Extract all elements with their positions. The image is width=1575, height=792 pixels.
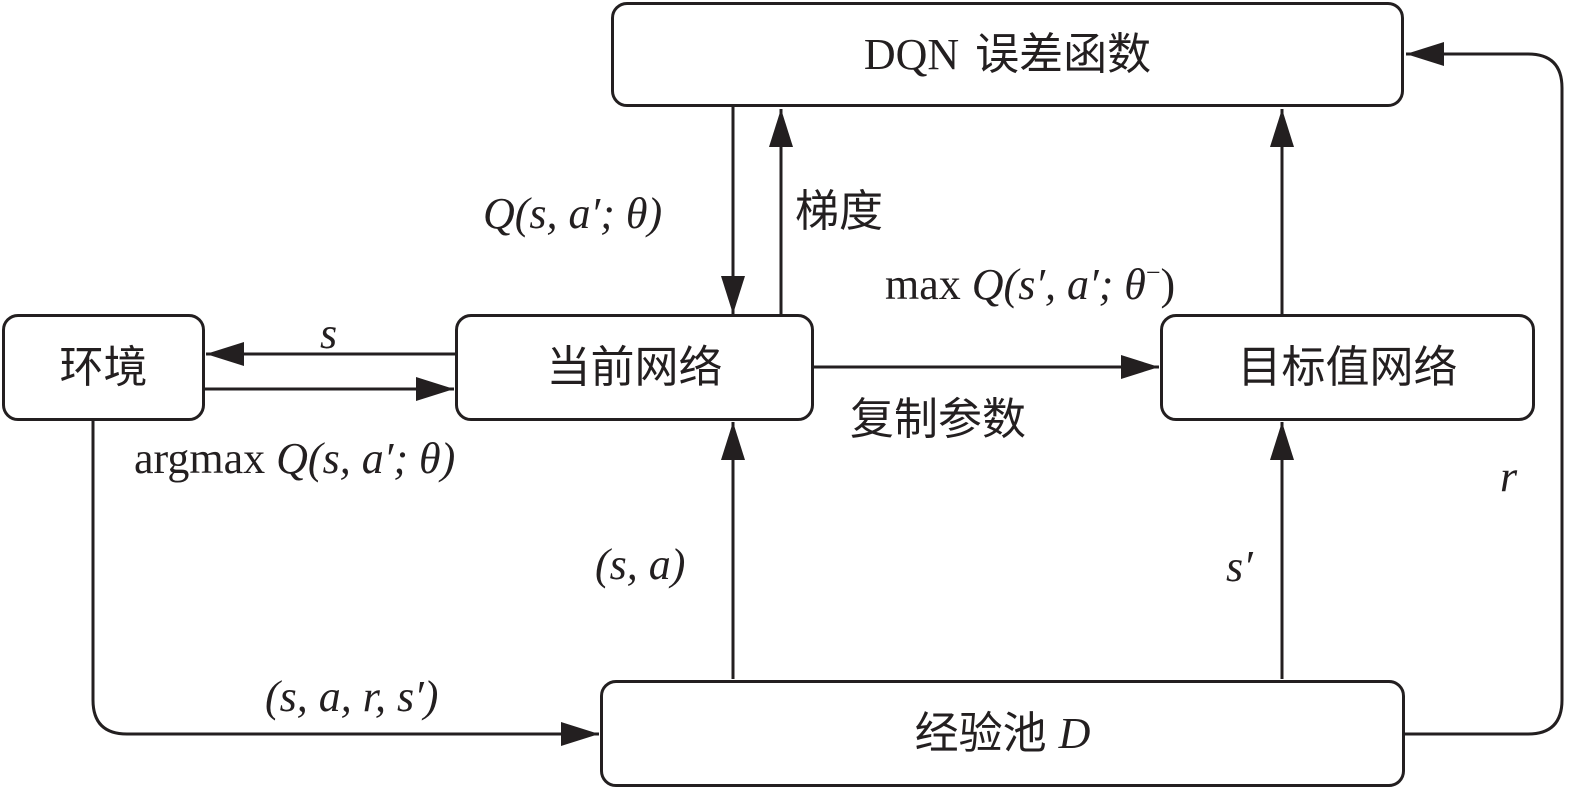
copy-params-label: 复制参数 [850, 395, 1026, 444]
max-q-op: max [885, 260, 961, 309]
arrow-replay-to-loss [1404, 42, 1564, 736]
dqn-loss-prefix: DQN [863, 29, 960, 79]
transition-label: (s, a, r, s′) [265, 672, 439, 721]
environment-label: 环境 [59, 342, 148, 392]
sa-label: (s, a) [595, 540, 686, 589]
q-value-label: Q(s, a′; θ) [483, 192, 662, 236]
q-value-q: Q [483, 189, 515, 238]
reward-label: r [1500, 452, 1518, 501]
dqn-loss-box: DQN 误差函数 [611, 2, 1404, 107]
gradient-label: 梯度 [795, 187, 883, 236]
argmax-label: argmax Q(s, a′; θ) [134, 437, 455, 481]
current-network-label: 当前网络 [546, 342, 723, 392]
environment-box: 环境 [2, 314, 205, 421]
max-q-label: max Q(s′, a′; θ−) [885, 260, 1175, 307]
max-q-args: (s′, a′; θ [1003, 260, 1146, 309]
argmax-q: Q [276, 434, 308, 483]
argmax-args: (s, a′; θ) [307, 434, 456, 483]
target-network-label: 目标值网络 [1237, 342, 1458, 392]
s-prime-label: s′ [1226, 542, 1253, 591]
argmax-op: argmax [134, 434, 266, 483]
replay-pool-label: 经验池 [914, 708, 1047, 758]
current-network-box: 当前网络 [455, 314, 814, 421]
max-q-sup: − [1145, 258, 1161, 287]
state-s-label: s [320, 309, 338, 358]
replay-pool-var: D [1058, 708, 1091, 758]
max-q-q: Q [971, 260, 1004, 309]
arrow-env-to-replay [91, 420, 599, 746]
target-network-box: 目标值网络 [1160, 314, 1535, 421]
max-q-close: ) [1160, 260, 1176, 309]
q-value-args: (s, a′; θ) [514, 189, 663, 238]
dqn-loss-label: 误差函数 [975, 29, 1152, 79]
